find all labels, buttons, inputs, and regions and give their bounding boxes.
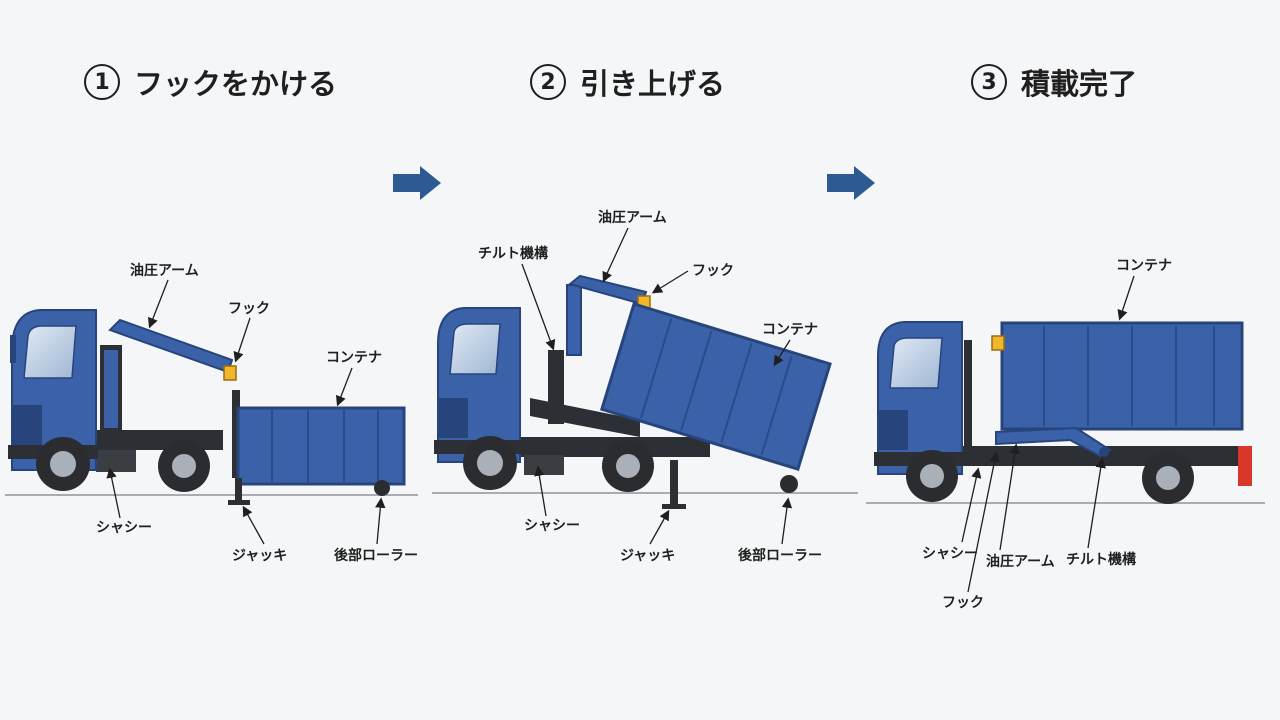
label-jack: ジャッキ (620, 548, 675, 564)
leader-line (649, 509, 670, 545)
stage-2-number: 2 (530, 64, 566, 100)
stage-1-title-text: フックをかける (134, 67, 338, 101)
tilt-cylinder (548, 350, 564, 424)
label-hydraulic-arm: 油圧アーム (986, 553, 1055, 570)
leader-line (242, 505, 265, 545)
leader-line (773, 339, 791, 367)
stage-2-title: 2 引き上げる (530, 60, 725, 104)
label-container: コンテナ (762, 322, 818, 338)
hydraulic-arm (108, 318, 234, 374)
container (599, 302, 832, 472)
leader-line (335, 367, 353, 407)
leader-line (967, 451, 1000, 593)
label-rear-roller: 後部ローラー (334, 547, 418, 564)
leader-line (534, 465, 547, 517)
stage-1-number: 1 (84, 64, 120, 100)
leader-line (651, 270, 689, 294)
stage-3-number: 3 (971, 64, 1007, 100)
grille (878, 410, 908, 450)
stage-3-title: 3 積載完了 (971, 60, 1137, 104)
label-hook: フック (692, 263, 734, 279)
label-container: コンテナ (1116, 258, 1172, 274)
rear-roller (374, 480, 390, 496)
label-rear-roller: 後部ローラー (738, 547, 822, 564)
jack (235, 478, 242, 500)
grille (12, 405, 42, 445)
grille (438, 398, 468, 438)
leader-line (375, 497, 386, 545)
label-chassis: シャシー (922, 546, 978, 562)
hook (223, 365, 237, 381)
windshield (23, 325, 77, 379)
label-tilt-mechanism: チルト機構 (478, 245, 548, 262)
windshield (449, 323, 501, 375)
container-body (599, 302, 832, 472)
label-chassis: シャシー (524, 518, 580, 534)
leader-line (233, 317, 251, 363)
stage-3-diagram: コンテナ シャシー 油圧アーム チルト機構 フック (866, 258, 1265, 611)
container-body (236, 406, 406, 486)
label-jack: ジャッキ (232, 548, 287, 564)
leader-line (961, 467, 982, 543)
right-arrow-icon (393, 166, 441, 200)
jack (670, 460, 678, 505)
label-chassis: シャシー (96, 520, 152, 536)
windshield (889, 337, 943, 389)
label-hydraulic-arm: 油圧アーム (598, 209, 667, 226)
right-arrow-icon (827, 166, 875, 200)
container (991, 321, 1244, 458)
leader-line (1117, 275, 1135, 321)
stage-1-diagram: 油圧アーム フック コンテナ シャシー ジャッキ 後部ローラー (5, 262, 418, 564)
truck (8, 309, 237, 492)
label-tilt-mechanism: チルト機構 (1066, 551, 1136, 568)
hydraulic-arm (567, 274, 648, 306)
hook (991, 335, 1005, 351)
stage-2-diagram: チルト機構 油圧アーム フック コンテナ シャシー ジャッキ 後部ローラー (432, 209, 858, 564)
container-body (1000, 321, 1244, 431)
stage-2-title-text: 引き上げる (580, 67, 726, 101)
truck (434, 274, 710, 509)
leader-line (602, 227, 629, 283)
label-hook: フック (942, 595, 984, 611)
label-hook: フック (228, 301, 270, 317)
hydraulic-arm (995, 426, 1112, 458)
leader-line (521, 263, 556, 351)
leader-line (147, 279, 169, 329)
leader-line (999, 443, 1020, 551)
label-container: コンテナ (326, 350, 382, 366)
stage-1-title: 1 フックをかける (84, 60, 337, 104)
leader-line (106, 467, 121, 519)
leader-line (1087, 457, 1106, 549)
label-hydraulic-arm: 油圧アーム (130, 262, 199, 279)
rear-roller (780, 475, 798, 493)
container (228, 390, 406, 505)
leader-line (781, 497, 793, 545)
stage-3-title-text: 積載完了 (1021, 67, 1138, 101)
